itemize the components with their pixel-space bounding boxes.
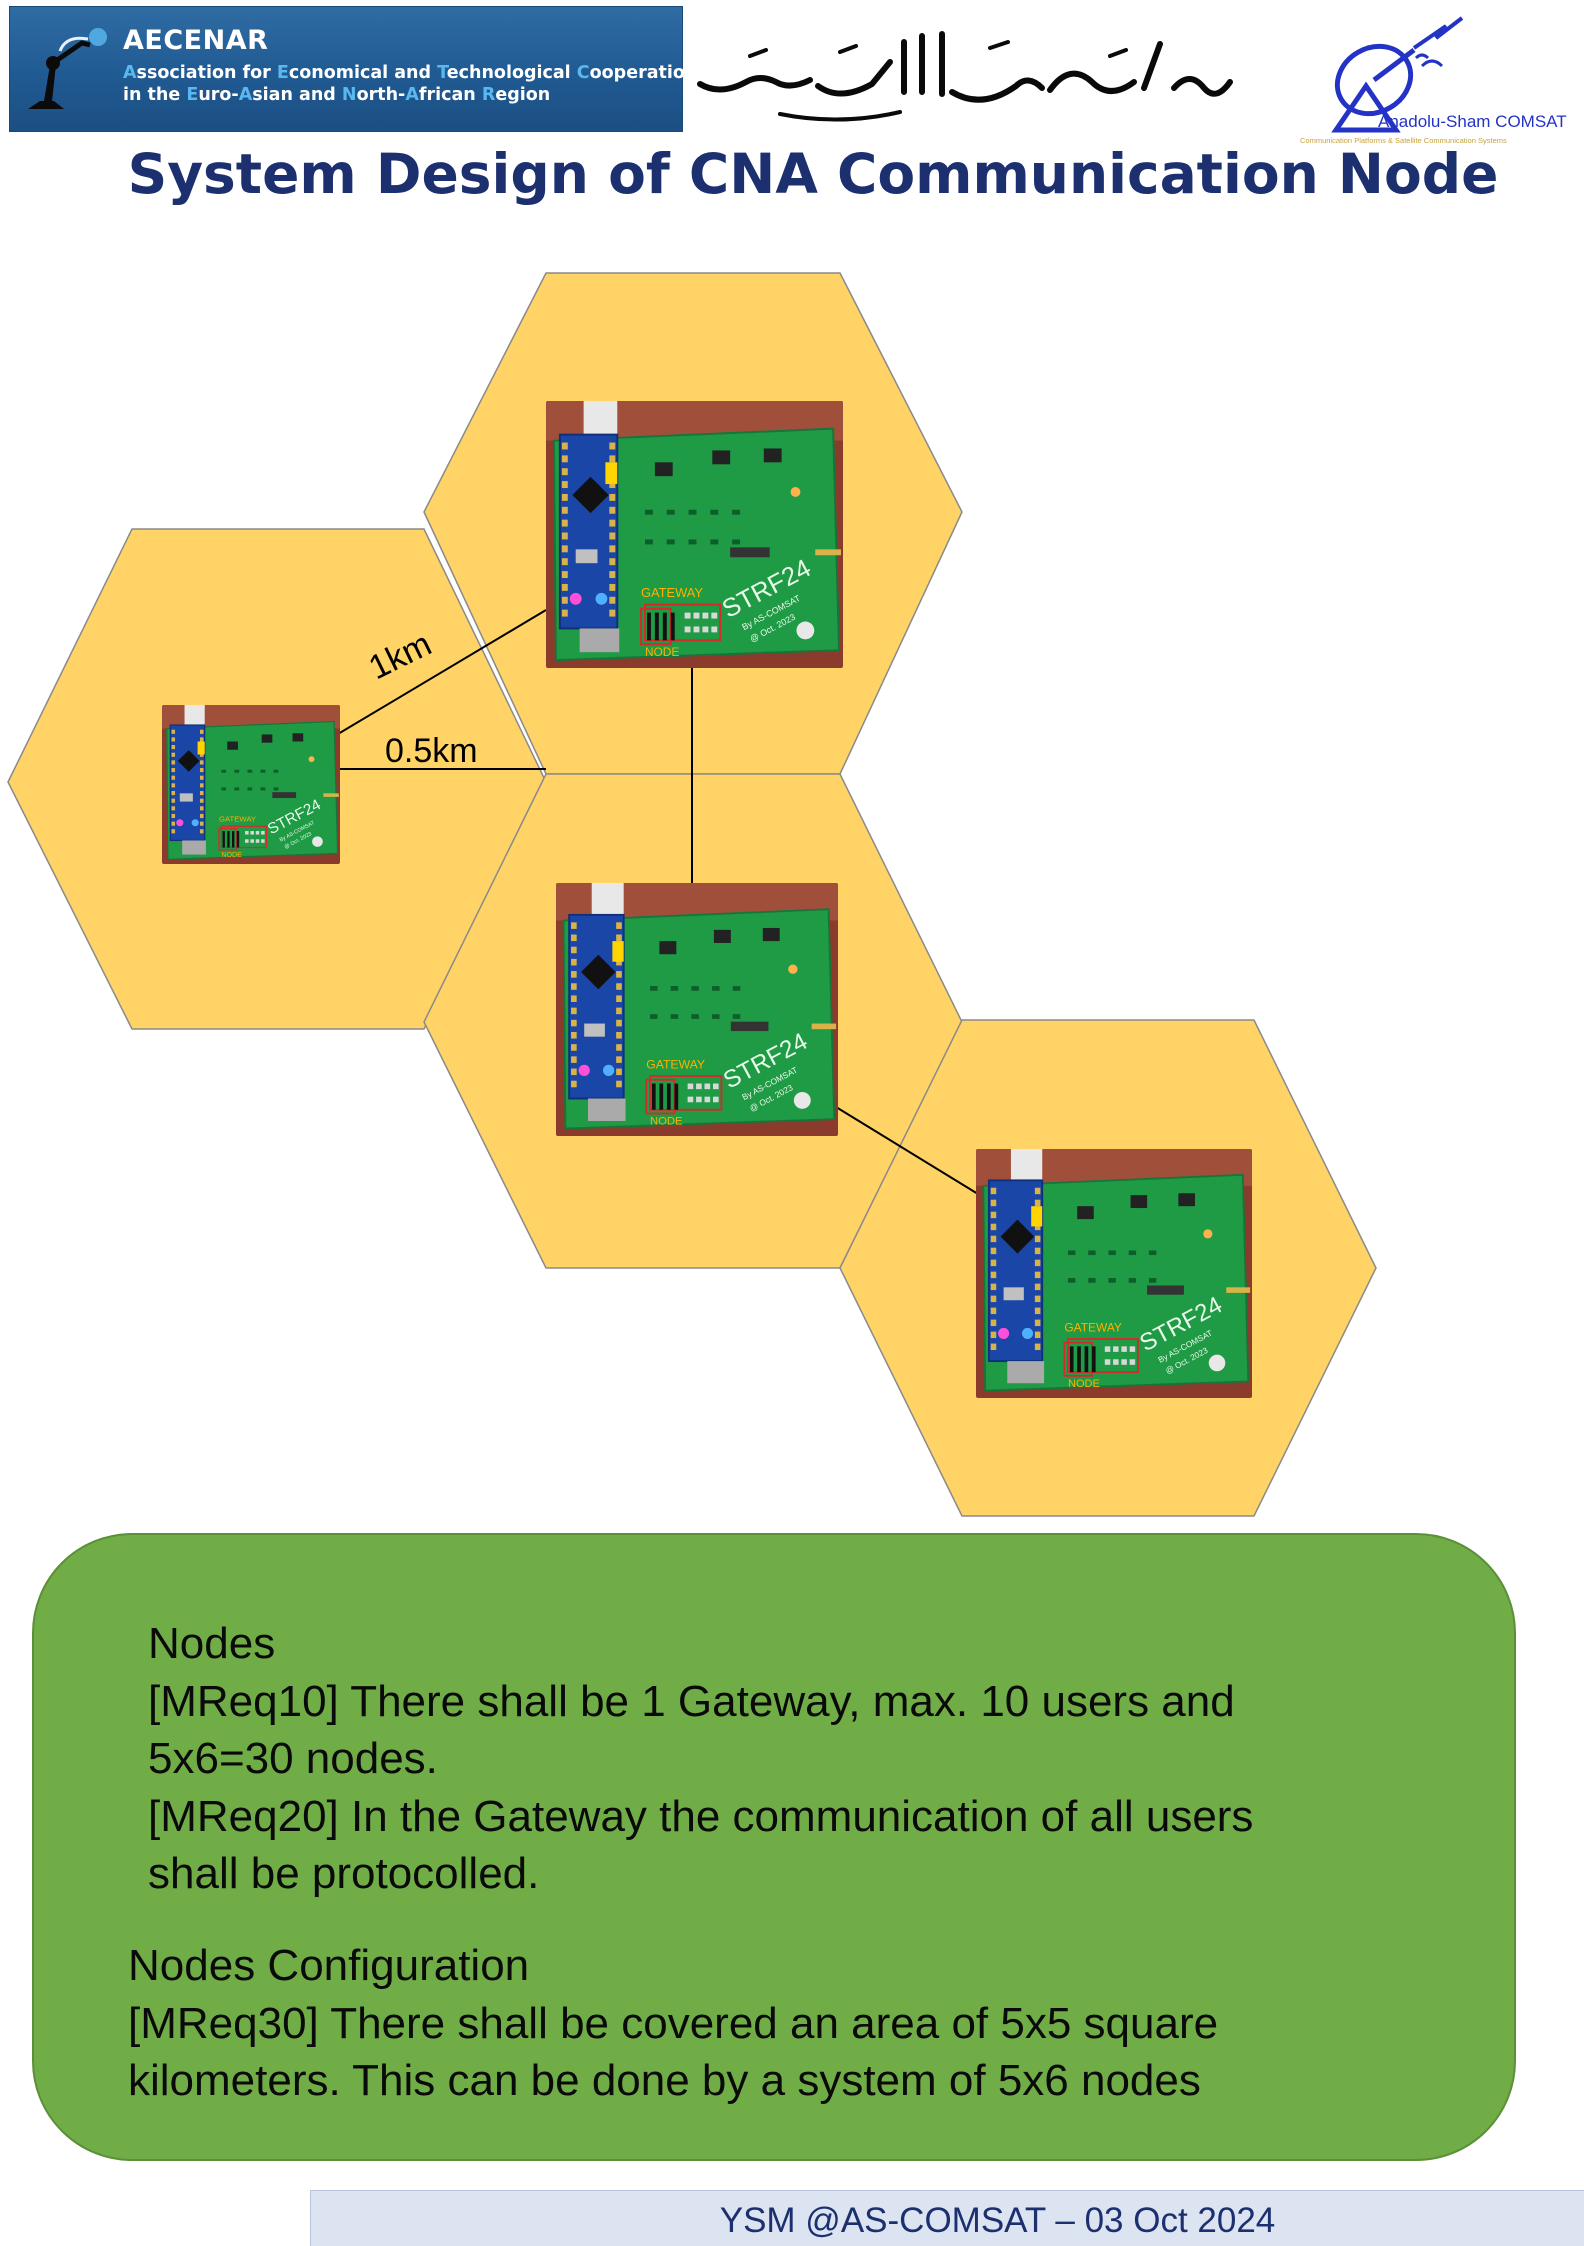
- req-line: [MReq10] There shall be 1 Gateway, max. …: [148, 1676, 1235, 1726]
- board-label-node: NODE: [1068, 1378, 1100, 1390]
- distance-label-0-5km: 0.5km: [385, 732, 478, 770]
- page-title: System Design of CNA Communication Node: [127, 142, 1499, 206]
- requirements-nodes-block: Nodes [MReq10] There shall be 1 Gateway,…: [148, 1615, 1253, 1903]
- req-line: Nodes: [148, 1619, 276, 1668]
- requirements-panel: Nodes [MReq10] There shall be 1 Gateway,…: [32, 1533, 1516, 2161]
- satellite-dish-logo-icon: [1331, 16, 1464, 133]
- req-line: shall be protocolled.: [148, 1849, 540, 1898]
- partner-tagline: Communication Platforms & Satellite Comm…: [1300, 136, 1507, 145]
- footer-bar: YSM @AS-COMSAT – 03 Oct 2024: [310, 2190, 1584, 2246]
- req-line: 5x6=30 nodes.: [148, 1734, 438, 1783]
- req-line: kilometers. This can be done by a system…: [128, 2056, 1201, 2105]
- link-line: [835, 1106, 979, 1195]
- robot-arm-logo-icon: [28, 28, 107, 109]
- board-label-node: NODE: [645, 645, 679, 659]
- req-line: Nodes Configuration: [128, 1941, 530, 1990]
- calligraphy-graphic: [697, 31, 1233, 122]
- req-line: [MReq20] In the Gateway the communicatio…: [148, 1791, 1254, 1841]
- aecenar-logo-banner: AECENAR Association for Economical and T…: [9, 6, 697, 132]
- requirements-configuration-block: Nodes Configuration [MReq30] There shall…: [128, 1937, 1218, 2110]
- footer-text: YSM @AS-COMSAT – 03 Oct 2024: [719, 2201, 1276, 2240]
- board-label-node: NODE: [221, 851, 242, 859]
- org-name: AECENAR: [123, 25, 269, 56]
- board-label-gateway: GATEWAY: [646, 1058, 705, 1072]
- org-line-1: Association for Economical and Technolog…: [123, 63, 698, 83]
- board-label-gateway: GATEWAY: [219, 815, 256, 824]
- partner-name: Anadolu-Sham COMSAT: [1378, 112, 1567, 131]
- org-line-2: in the Euro-Asian and North-African Regi…: [123, 85, 551, 105]
- req-line: [MReq30] There shall be covered an area …: [128, 1998, 1219, 2048]
- board-label-gateway: GATEWAY: [641, 585, 703, 600]
- board-label-gateway: GATEWAY: [1064, 1321, 1122, 1335]
- board-label-node: NODE: [650, 1116, 683, 1128]
- link-line: [337, 609, 547, 735]
